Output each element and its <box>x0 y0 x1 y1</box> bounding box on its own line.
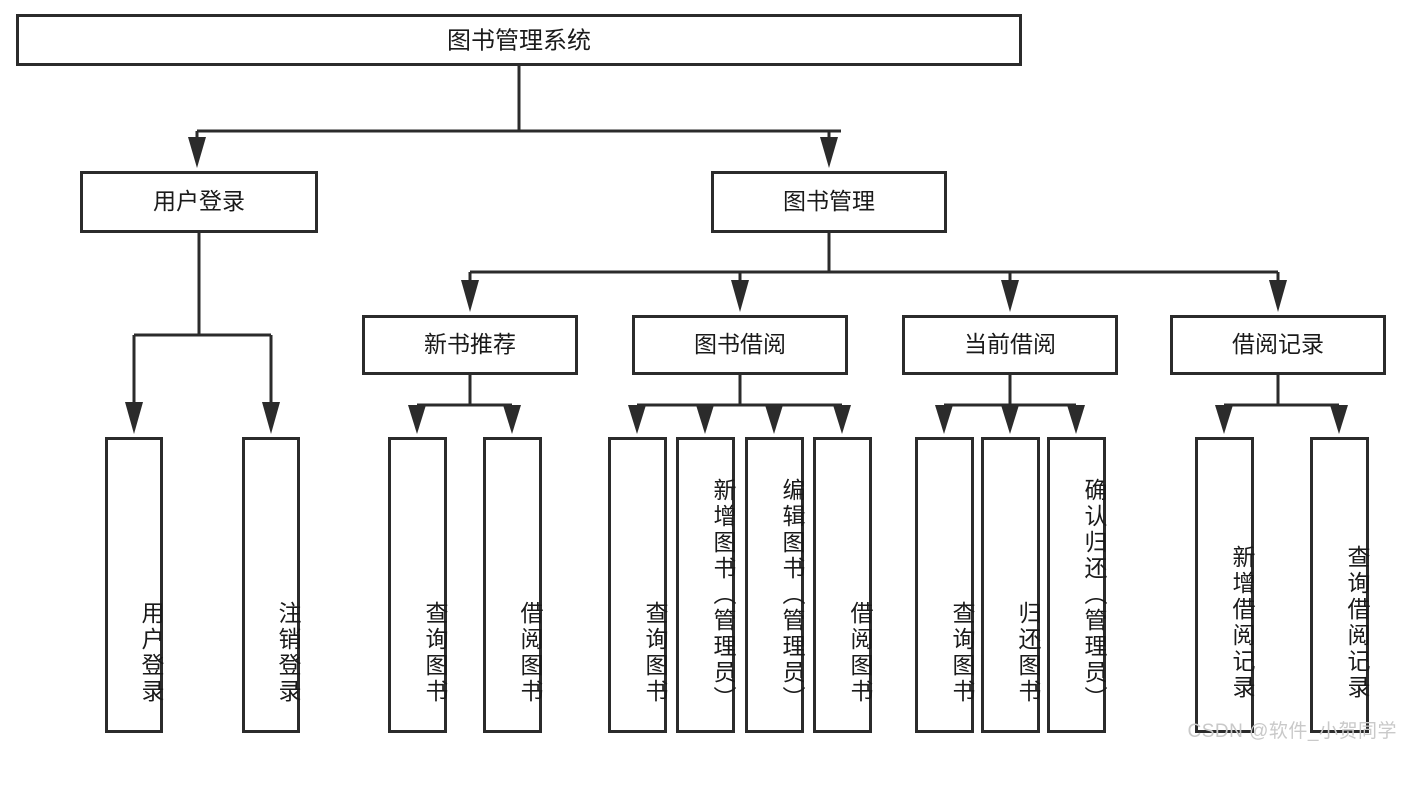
leaf-borrow-book-1-box[interactable] <box>483 437 542 733</box>
arrow-leaf-add-borrow-record <box>1215 405 1233 434</box>
current-borrow-label: 当前借阅 <box>964 331 1056 357</box>
arrow-to-book-manage <box>820 137 838 168</box>
arrow-to-new-book-recommend <box>461 280 479 312</box>
user-login-label: 用户登录 <box>153 188 245 214</box>
connector-book-borrow-to-leaves <box>628 374 851 434</box>
root-box[interactable] <box>16 14 1022 66</box>
flowchart-svg: 图书管理系统 用户登录 图书管理 <box>16 14 1386 733</box>
node-book-manage[interactable]: 图书管理 <box>711 171 947 233</box>
arrow-leaf-borrow-book-2 <box>833 405 851 434</box>
new-book-recommend-label: 新书推荐 <box>424 331 516 357</box>
leaf-query-borrow-record-box[interactable] <box>1310 437 1369 733</box>
arrow-leaf-user-logout <box>262 402 280 434</box>
leaf-query-book-2-box[interactable] <box>608 437 667 733</box>
arrow-leaf-add-book <box>696 405 714 434</box>
leaf-user-logout-box[interactable] <box>242 437 300 733</box>
node-borrow-record[interactable]: 借阅记录 <box>1170 315 1386 375</box>
current-borrow-box[interactable] <box>902 315 1118 375</box>
flowchart-canvas: 图书管理系统 用户登录 图书管理 <box>16 14 1397 742</box>
book-manage-label: 图书管理 <box>783 188 875 214</box>
node-root[interactable]: 图书管理系统 <box>16 14 1022 66</box>
borrow-record-label: 借阅记录 <box>1232 331 1324 357</box>
borrow-record-box[interactable] <box>1170 315 1386 375</box>
arrow-to-borrow-record <box>1269 280 1287 312</box>
leaf-user-login-box[interactable] <box>105 437 163 733</box>
connector-current-borrow-to-leaves <box>935 374 1085 434</box>
book-borrow-box[interactable] <box>632 315 848 375</box>
leaf-query-book-3-box[interactable] <box>915 437 974 733</box>
user-login-box[interactable] <box>80 171 318 233</box>
arrow-leaf-borrow-book-1 <box>503 405 521 434</box>
node-book-borrow[interactable]: 图书借阅 <box>632 315 848 375</box>
arrow-leaf-user-login <box>125 402 143 434</box>
arrow-leaf-confirm-return <box>1067 405 1085 434</box>
connector-book-manage-to-level2 <box>461 232 1287 312</box>
arrow-leaf-query-borrow-record <box>1330 405 1348 434</box>
connector-new-book-recommend-to-leaves <box>408 374 521 434</box>
arrow-leaf-query-book-3 <box>935 405 953 434</box>
node-new-book-recommend[interactable]: 新书推荐 <box>362 315 578 375</box>
new-book-recommend-box[interactable] <box>362 315 578 375</box>
arrow-leaf-query-book-1 <box>408 405 426 434</box>
arrow-to-book-borrow <box>731 280 749 312</box>
leaf-boxes <box>105 437 1369 733</box>
connector-root-to-level1 <box>188 66 841 168</box>
leaf-edit-book-box[interactable] <box>745 437 804 733</box>
arrow-leaf-return-book <box>1001 405 1019 434</box>
book-manage-box[interactable] <box>711 171 947 233</box>
arrow-to-current-borrow <box>1001 280 1019 312</box>
leaf-add-borrow-record-box[interactable] <box>1195 437 1254 733</box>
leaf-query-book-1-box[interactable] <box>388 437 447 733</box>
book-borrow-label: 图书借阅 <box>694 331 786 357</box>
node-current-borrow[interactable]: 当前借阅 <box>902 315 1118 375</box>
connector-user-login-to-leaves <box>125 232 280 434</box>
node-user-login[interactable]: 用户登录 <box>80 171 318 233</box>
leaf-confirm-return-box[interactable] <box>1047 437 1106 733</box>
csdn-watermark: CSDN @软件_小贺同学 <box>1187 721 1397 742</box>
arrow-leaf-edit-book <box>765 405 783 434</box>
leaf-add-book-box[interactable] <box>676 437 735 733</box>
root-label: 图书管理系统 <box>447 27 591 54</box>
arrow-leaf-query-book-2 <box>628 405 646 434</box>
connector-borrow-record-to-leaves <box>1215 374 1348 434</box>
leaf-return-book-box[interactable] <box>981 437 1040 733</box>
arrow-to-user-login <box>188 137 206 168</box>
leaf-borrow-book-2-box[interactable] <box>813 437 872 733</box>
